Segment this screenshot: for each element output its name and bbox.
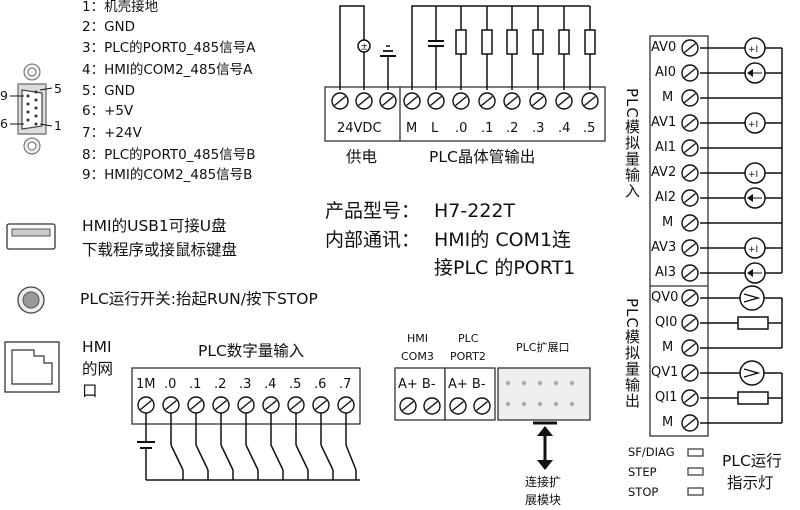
din-term-4: .4 [264,377,277,392]
db9-label-9: 9 [0,88,8,103]
analog-output-title: PLC模拟量输出 [623,298,641,409]
ain-term-m-2: M [662,215,674,230]
hmi-com3-line-2: COM3 [401,350,434,363]
out-term-2: .2 [506,121,519,136]
out-term-5: .5 [583,121,596,136]
db9-pin-8: 8：PLC的PORT0_485信号B [82,147,256,163]
db9-pin-4: 4：HMI的COM2_485信号A [82,62,253,78]
out-term-l: L [431,121,439,136]
out-term-3: .3 [532,121,545,136]
db9-label-5: 5 [54,81,62,96]
digital-input-wiring [131,367,361,481]
db9-label-6: 6 [0,116,8,131]
out-term-1: .1 [481,121,494,136]
ain-term-ai2: AI2 [655,190,676,205]
svg-text:+I: +I [748,170,758,180]
svg-text:+I: +I [748,245,758,255]
analog-symbols: +I +I +I +I [743,45,762,378]
model-label: 产品型号： [325,200,421,222]
usb-line-2: 下载程序或接鼠标键盘 [82,241,238,259]
analog-block [649,35,783,437]
transistor-output-title: PLC晶体管输出 [429,148,536,166]
ain-term-ai0: AI0 [655,65,676,80]
din-term-1m: 1M [136,377,156,392]
comm-value-line-2: 接PLC 的PORT1 [434,257,576,279]
analog-input-title: PLC模拟量输入 [623,88,641,199]
db9-pin-1: 1：机壳接地 [82,0,159,15]
din-term-6: .6 [314,377,327,392]
expansion-port-title: PLC扩展口 [516,341,570,354]
ain-term-av0: AV0 [651,40,677,55]
usb-line-1: HMI的USB1可接U盘 [82,217,227,235]
ain-term-av2: AV2 [651,165,677,180]
out-term-m: M [406,121,418,136]
comm-label: 内部通讯： [325,229,421,251]
led-title-line-2: 指示灯 [727,474,774,492]
db9-pin-7: 7：+24V [82,125,142,141]
ethernet-port-icon [4,341,60,393]
expansion-connect-line-2: 展模块 [525,493,562,507]
hmi-com3-terminals: A+ B- [398,377,436,392]
usb-port-icon [6,223,56,250]
ethernet-line-1: HMI [82,338,112,356]
run-switch-icon [17,286,45,314]
din-term-1: .1 [189,377,202,392]
svg-text:+I: +I [748,120,758,130]
plc-port2-terminals: A+ B- [448,377,486,392]
led-label-sf-diag: SF/DIAG [628,445,675,459]
expansion-arrow-icon [533,421,557,470]
din-term-3: .3 [239,377,252,392]
expansion-connect-line-1: 连接扩 [525,475,562,489]
ain-term-av3: AV3 [651,240,677,255]
din-term-5: .5 [289,377,302,392]
plc-port2-line-2: PORT2 [450,350,486,363]
ain-term-m-1: M [662,90,674,105]
power-terminal-label: 24VDC [337,121,382,136]
din-term-2: .2 [214,377,227,392]
db9-pin-3: 3：PLC的PORT0_485信号A [82,40,256,56]
led-title-line-1: PLC运行 [722,452,782,470]
comm-value-line-1: HMI的 COM1连 [434,229,572,251]
aout-term-m-1: M [662,340,674,355]
din-term-0: .0 [164,377,177,392]
led-label-step: STEP [628,465,657,479]
hmi-com3-line-1: HMI [407,332,429,345]
digital-input-screws [137,396,355,414]
power-title: 供电 [346,148,378,166]
status-leds [687,448,704,496]
comm-ports-block [394,367,591,421]
out-term-4: .4 [558,121,571,136]
db9-label-1: 1 [54,118,62,133]
model-value: H7-222T [434,200,516,222]
aout-term-m-2: M [662,415,674,430]
aout-term-qi1: QI1 [655,390,678,405]
digital-input-title: PLC数字量输入 [198,342,305,360]
svg-text:+I: +I [748,45,758,55]
out-term-0: .0 [455,121,468,136]
run-switch-label: PLC运行开关:抬起RUN/按下STOP [80,290,318,308]
ain-term-ai1: AI1 [655,140,676,155]
ain-term-av1: AV1 [651,115,677,130]
db9-pin-6: 6：+5V [82,103,134,119]
db9-pin-5: 5：GND [82,83,136,99]
ethernet-line-2: 的网 [82,360,114,378]
plc-port2-line-1: PLC [458,332,479,345]
aout-term-qi0: QI0 [655,315,678,330]
ethernet-line-3: 口 [82,382,98,400]
db9-connector-icon [10,63,53,155]
aout-term-qv1: QV1 [651,365,679,380]
din-term-7: .7 [339,377,352,392]
svg-text:±: ± [361,43,369,53]
db9-pin-9: 9：HMI的COM2_485信号B [82,167,253,183]
ain-term-ai3: AI3 [655,265,676,280]
db9-pin-2: 2：GND [82,19,136,35]
aout-term-qv0: QV0 [651,290,679,305]
led-label-stop: STOP [628,485,659,499]
